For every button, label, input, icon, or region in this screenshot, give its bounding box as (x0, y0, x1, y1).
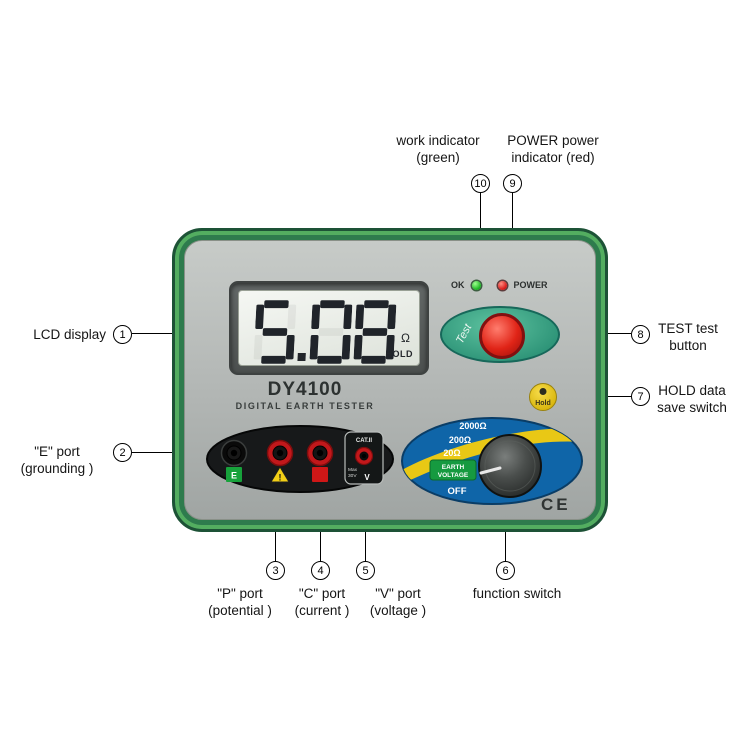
ce-mark: CE (541, 495, 571, 514)
c-port-text-line2: (current ) (294, 603, 350, 618)
callout-number-9: 9 (503, 174, 522, 193)
c-port-jack-hole (316, 449, 324, 457)
work-indicator-text-line2: (green) (416, 150, 460, 165)
work-indicator-led (471, 280, 481, 290)
voltage-label: VOLTAGE (438, 472, 469, 479)
cat-rating-label: CAT.II (356, 438, 373, 444)
callout-label-e-port: "E" port (grounding ) (8, 443, 106, 477)
hold-switch-text-line1: HOLD data (658, 383, 726, 398)
p-port-text-line1: "P" port (217, 586, 263, 601)
function-switch-panel: 2000Ω 200Ω 20Ω EARTH VOLTAGE OFF (401, 417, 583, 505)
test-label: Test (454, 322, 475, 346)
v-port-jack-hole (362, 454, 366, 458)
callout-number-8: 8 (631, 325, 650, 344)
lcd-display: Ω HOLD (229, 281, 429, 375)
max-voltage-label: 30V (348, 473, 357, 479)
lcd-hold-indicator: HOLD (385, 349, 413, 359)
callout-number-4: 4 (311, 561, 330, 580)
test-button-text-line2: button (669, 338, 707, 353)
ok-label: OK (451, 280, 465, 290)
callout-label-p-port: "P" port (potential ) (196, 585, 284, 619)
callout-label-c-port: "C" port (current ) (278, 585, 366, 619)
e-port-text-line1: "E" port (34, 444, 80, 459)
function-switch-text: function switch (472, 586, 562, 601)
callout-label-test-button: TEST test button (646, 320, 730, 354)
lcd-digit (309, 300, 353, 364)
callout-number-7: 7 (631, 387, 650, 406)
v-port-text-line2: (voltage ) (369, 603, 427, 618)
e-marker-label: E (231, 471, 237, 481)
max-label: Max (348, 467, 358, 473)
callout-number-3: 3 (266, 561, 285, 580)
e-marker-square (226, 467, 242, 482)
earth-tester-device: Ω HOLD OK POWER Test DY4100 DIGITAL EART… (172, 228, 608, 532)
callout-label-lcd-display: LCD display (14, 326, 106, 343)
callout-label-hold-switch: HOLD data save switch (645, 382, 739, 416)
callout-number-10: 10 (471, 174, 490, 193)
c-marker-square (312, 467, 328, 482)
hold-button[interactable]: Hold (529, 383, 557, 411)
lcd-reading (253, 298, 397, 364)
warning-triangle-icon (270, 466, 290, 483)
indicator-led-row: OK POWER (451, 280, 548, 290)
knob-pointer (479, 466, 502, 475)
range-2000-label: 2000Ω (459, 421, 486, 431)
ports-panel: E ! CAT.II Max 30V V (206, 425, 394, 493)
device-subtitle: DIGITAL EARTH TESTER (235, 401, 375, 411)
power-indicator-text-line2: indicator (red) (511, 150, 595, 165)
lcd-digit (353, 300, 397, 364)
p-port-text-line2: (potential ) (208, 603, 272, 618)
range-200-label: 200Ω (449, 435, 471, 445)
v-marker-label: V (364, 473, 370, 482)
e-port-jack-hole (230, 449, 238, 457)
callout-number-6: 6 (496, 561, 515, 580)
power-indicator-text-line1: POWER power (507, 133, 599, 148)
e-port-text-line2: (grounding ) (20, 461, 94, 476)
lcd-decimal-point (297, 353, 306, 361)
off-label: OFF (448, 486, 467, 497)
lcd-display-text: LCD display (33, 327, 106, 342)
model-name: DY4100 (267, 379, 343, 400)
hold-button-label: Hold (535, 400, 551, 407)
lcd-digit (253, 300, 297, 364)
v-port-text-line1: "V" port (375, 586, 421, 601)
callout-number-2: 2 (113, 443, 132, 462)
callout-label-work-indicator: work indicator (green) (385, 132, 491, 166)
knob-grip-ring (484, 440, 536, 492)
work-indicator-text-line1: work indicator (396, 133, 480, 148)
warning-exclamation: ! (279, 473, 282, 483)
test-button[interactable] (479, 313, 525, 359)
callout-label-power-indicator: POWER power indicator (red) (497, 132, 609, 166)
range-20-label: 20Ω (443, 448, 460, 458)
earth-label: EARTH (442, 464, 465, 471)
c-port-text-line1: "C" port (298, 586, 346, 601)
test-button-text-line1: TEST test (658, 321, 718, 336)
function-switch-knob[interactable] (478, 434, 542, 498)
callout-number-5: 5 (356, 561, 375, 580)
power-label: POWER (513, 280, 548, 290)
lcd-unit-ohm: Ω (401, 331, 410, 345)
power-indicator-led (497, 280, 507, 290)
yellow-band (402, 427, 582, 484)
callout-label-function-switch: function switch (452, 585, 582, 602)
earth-voltage-box (429, 459, 477, 481)
p-port-jack-hole (276, 449, 284, 457)
device-body: Ω HOLD OK POWER Test DY4100 DIGITAL EART… (184, 240, 596, 520)
callout-number-1: 1 (113, 325, 132, 344)
hold-dot-icon (539, 388, 547, 395)
hold-switch-text-line2: save switch (657, 400, 727, 415)
lcd-screen: Ω HOLD (238, 290, 420, 366)
callout-label-v-port: "V" port (voltage ) (354, 585, 442, 619)
test-button-area: Test (440, 306, 560, 363)
